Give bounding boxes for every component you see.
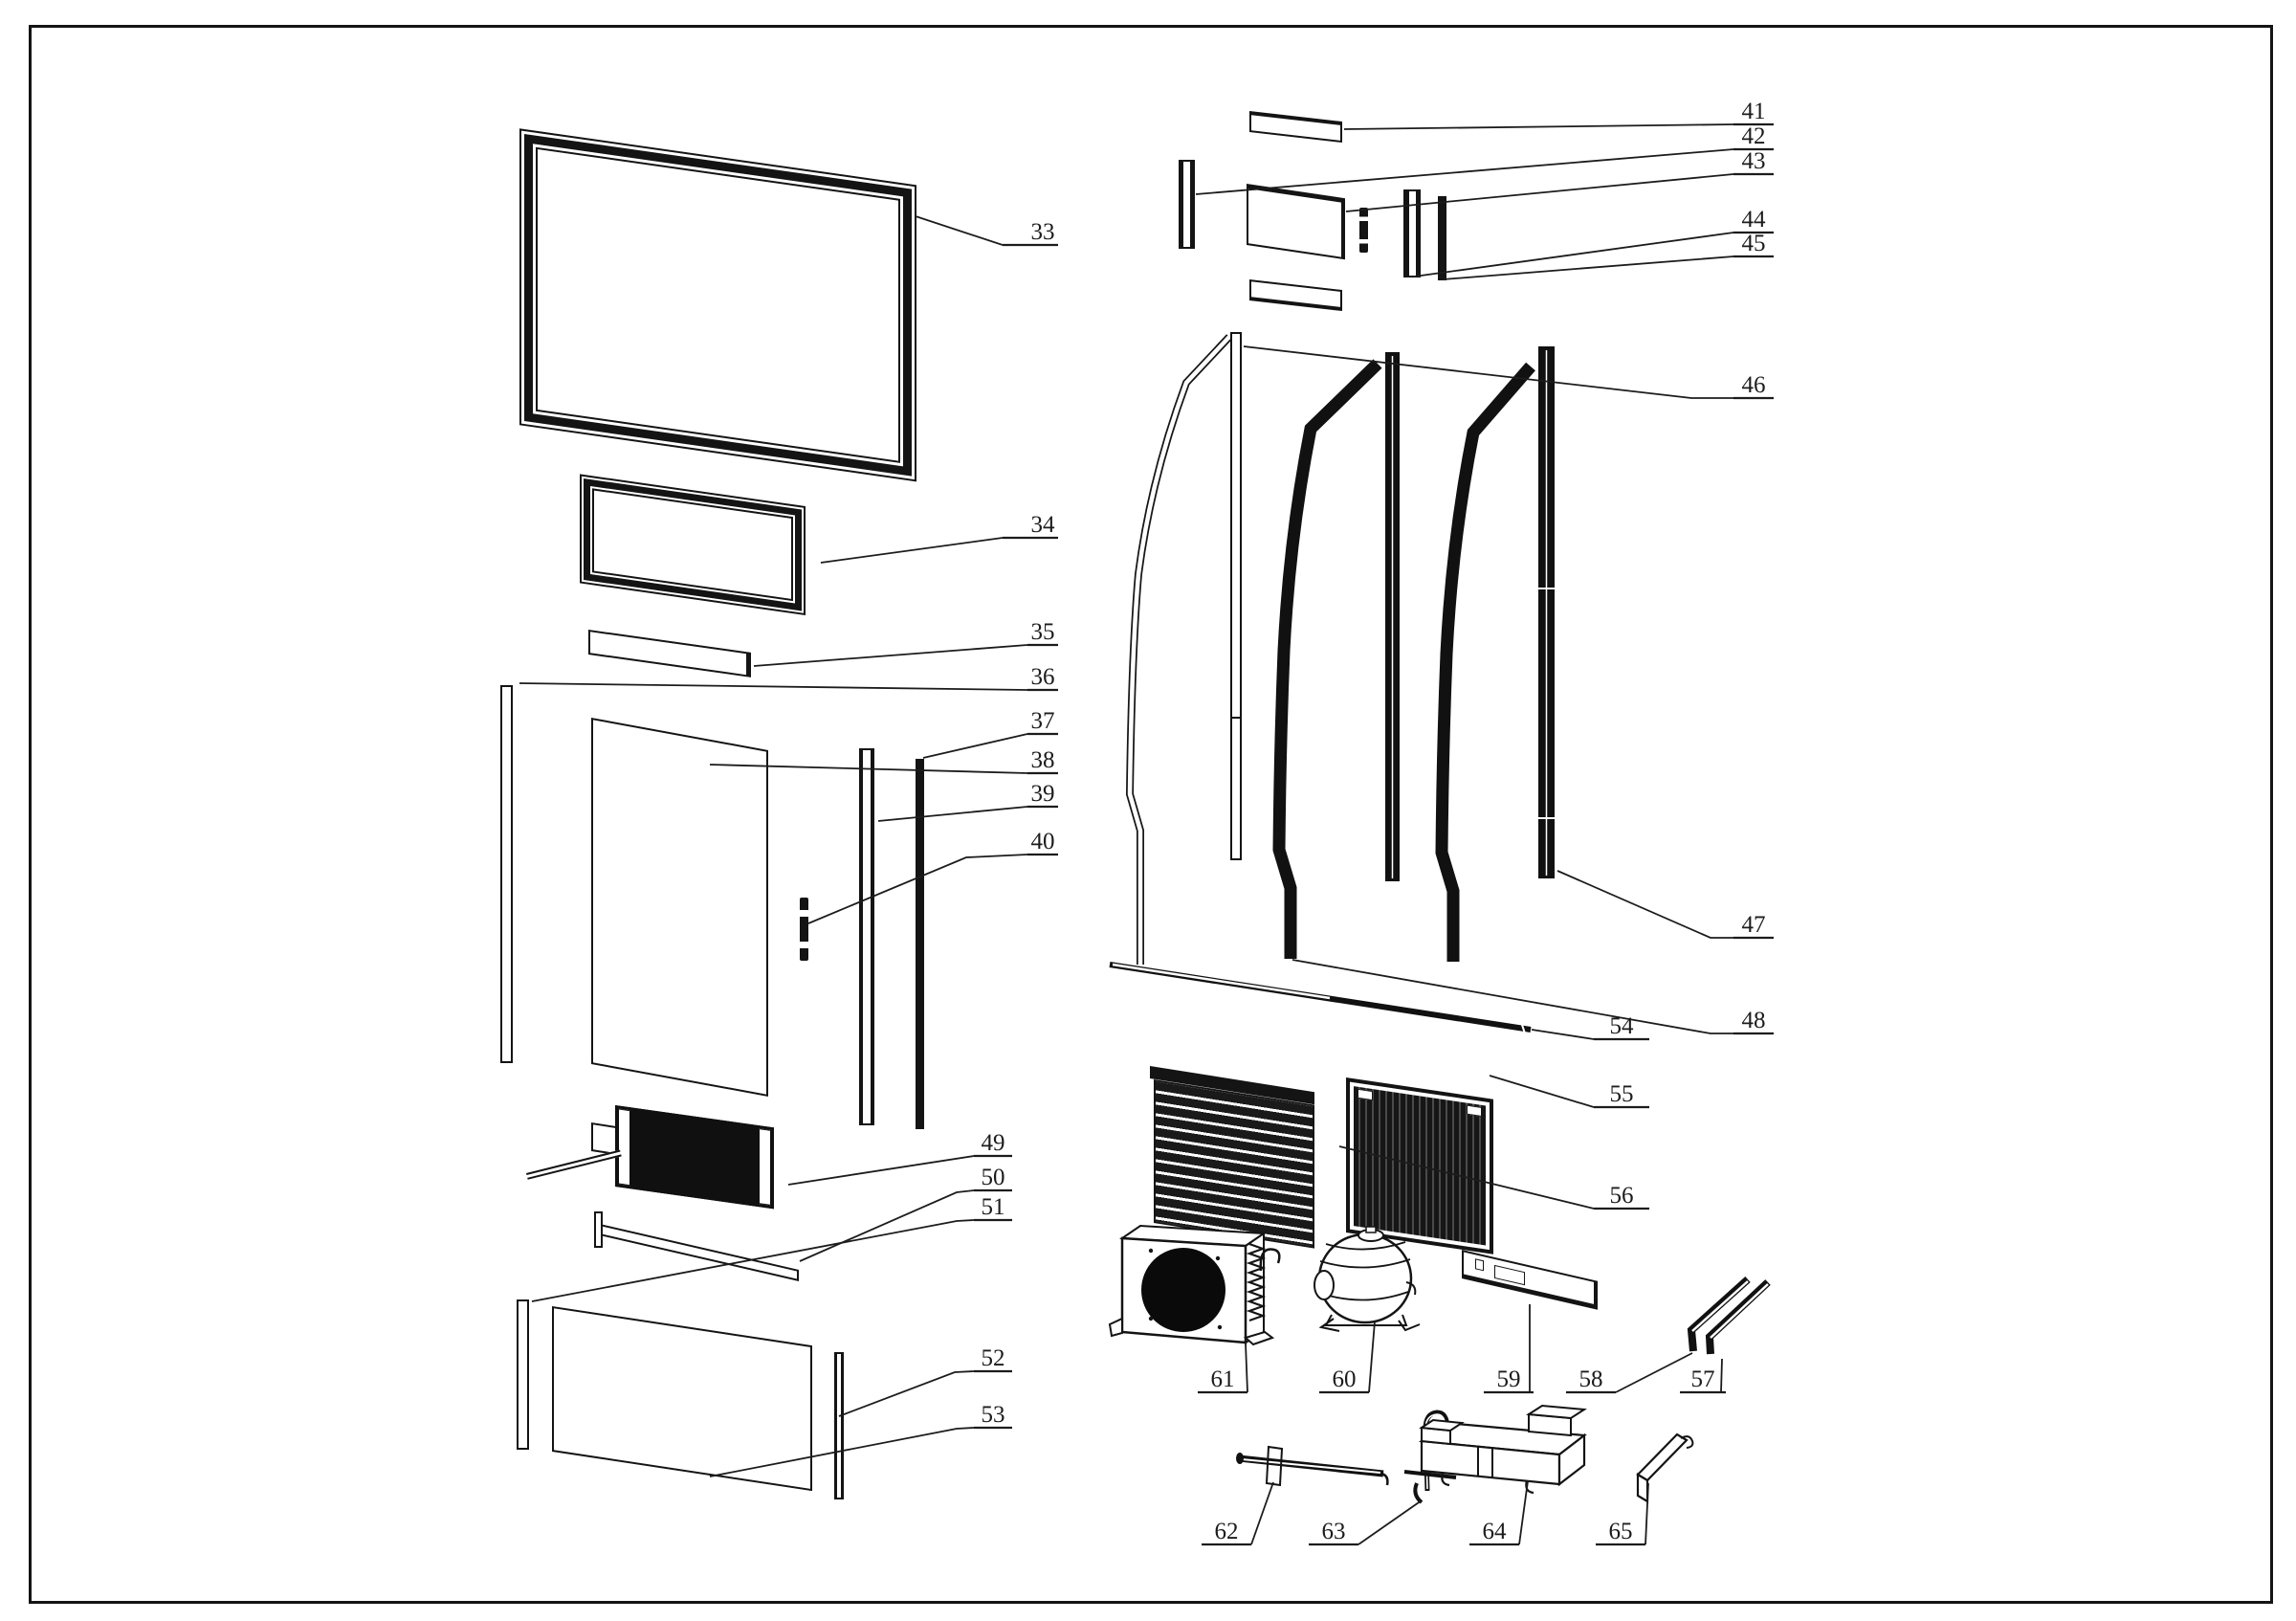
part-38-glass-panel xyxy=(591,718,768,1097)
callout-53: 53 xyxy=(981,1402,1005,1428)
callout-55: 55 xyxy=(1609,1081,1634,1107)
callout-35: 35 xyxy=(1030,619,1055,645)
callout-43: 43 xyxy=(1741,148,1766,174)
callout-49: 49 xyxy=(981,1130,1005,1156)
callout-61: 61 xyxy=(1210,1366,1235,1392)
part-55-mesh-grille xyxy=(1346,1077,1493,1255)
callout-60: 60 xyxy=(1332,1366,1357,1392)
part-52-edge-strip xyxy=(834,1352,844,1499)
part-51-left-strip xyxy=(517,1299,529,1450)
callout-39: 39 xyxy=(1030,781,1055,807)
callout-47: 47 xyxy=(1741,912,1766,938)
callout-51: 51 xyxy=(981,1194,1005,1220)
callout-65: 65 xyxy=(1608,1519,1633,1544)
callout-56: 56 xyxy=(1609,1183,1634,1209)
panel-indicator xyxy=(1475,1258,1484,1272)
part-43-hinge xyxy=(1359,208,1368,253)
part-50-rail-tab xyxy=(594,1211,603,1248)
callout-36: 36 xyxy=(1030,664,1055,690)
callout-62: 62 xyxy=(1214,1519,1239,1544)
callout-52: 52 xyxy=(981,1345,1005,1371)
callout-50: 50 xyxy=(981,1165,1005,1190)
callout-38: 38 xyxy=(1030,747,1055,773)
coil-end-cap-left xyxy=(618,1108,630,1187)
panel-display-window xyxy=(1494,1264,1525,1286)
part-33-inner-frame xyxy=(536,146,900,463)
callout-41: 41 xyxy=(1741,99,1766,124)
callout-45: 45 xyxy=(1741,231,1766,256)
part-42-side-strip xyxy=(1179,160,1195,249)
callout-44: 44 xyxy=(1741,207,1766,233)
callout-48: 48 xyxy=(1741,1008,1766,1033)
callout-46: 46 xyxy=(1741,372,1766,398)
part-40-hinge xyxy=(800,898,808,961)
part-34-inner-frame xyxy=(592,488,793,602)
callout-33: 33 xyxy=(1030,219,1055,245)
part-36-side-strip xyxy=(500,685,513,1063)
mesh-tab-left xyxy=(1358,1088,1373,1101)
callout-34: 34 xyxy=(1030,512,1055,538)
callout-54: 54 xyxy=(1609,1013,1634,1039)
part-39-frame-strip xyxy=(859,748,874,1125)
callout-59: 59 xyxy=(1496,1366,1521,1392)
callout-58: 58 xyxy=(1578,1366,1603,1392)
part-37-seal-bar xyxy=(916,759,924,1129)
callout-40: 40 xyxy=(1030,829,1055,855)
callout-63: 63 xyxy=(1321,1519,1346,1544)
drawing-border xyxy=(29,25,2273,1604)
callout-57: 57 xyxy=(1690,1366,1715,1392)
coil-end-cap-right xyxy=(759,1128,771,1206)
part-45-seal-bar xyxy=(1438,196,1446,280)
callout-37: 37 xyxy=(1030,708,1055,734)
part-55-louver-grille xyxy=(1154,1079,1314,1249)
part-33-door-frame xyxy=(519,128,916,482)
callout-42: 42 xyxy=(1741,123,1766,149)
part-44-frame-strip xyxy=(1403,189,1421,278)
callout-64: 64 xyxy=(1482,1519,1507,1544)
